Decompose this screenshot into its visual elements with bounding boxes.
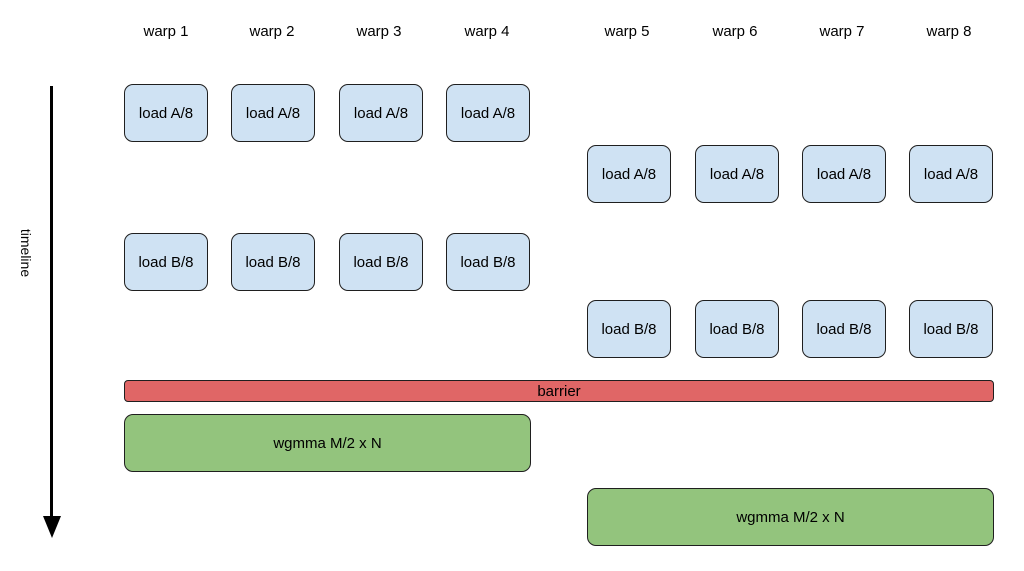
warp-6-load-b: load B/8 (695, 300, 779, 358)
timeline-label: timeline (18, 228, 34, 278)
warp-1-label: warp 1 (143, 23, 189, 40)
warp-7-load-a: load A/8 (802, 145, 886, 203)
warp-2-load-b: load B/8 (231, 233, 315, 291)
warp-2-label: warp 2 (249, 23, 295, 40)
warp-4-load-a: load A/8 (446, 84, 530, 142)
timeline-arrow (43, 86, 61, 540)
warp-3-label: warp 3 (356, 23, 402, 40)
wgmma-warps-1-4: wgmma M/2 x N (124, 414, 531, 472)
warp-1-load-b: load B/8 (124, 233, 208, 291)
warp-7-label: warp 7 (819, 23, 865, 40)
warp-3-load-b: load B/8 (339, 233, 423, 291)
warp-1-load-a: load A/8 (124, 84, 208, 142)
wgmma-warps-5-8: wgmma M/2 x N (587, 488, 994, 546)
warp-5-load-a: load A/8 (587, 145, 671, 203)
warp-8-load-a: load A/8 (909, 145, 993, 203)
warp-8-load-b: load B/8 (909, 300, 993, 358)
warp-4-load-b: load B/8 (446, 233, 530, 291)
warp-8-label: warp 8 (926, 23, 972, 40)
warp-4-label: warp 4 (464, 23, 510, 40)
timeline-arrow-head (43, 516, 61, 538)
warp-6-load-a: load A/8 (695, 145, 779, 203)
warp-5-load-b: load B/8 (587, 300, 671, 358)
timeline-arrow-line (50, 86, 53, 518)
warp-6-label: warp 6 (712, 23, 758, 40)
barrier-bar: barrier (124, 380, 994, 402)
warp-5-label: warp 5 (604, 23, 650, 40)
warp-2-load-a: load A/8 (231, 84, 315, 142)
warp-3-load-a: load A/8 (339, 84, 423, 142)
warp-7-load-b: load B/8 (802, 300, 886, 358)
